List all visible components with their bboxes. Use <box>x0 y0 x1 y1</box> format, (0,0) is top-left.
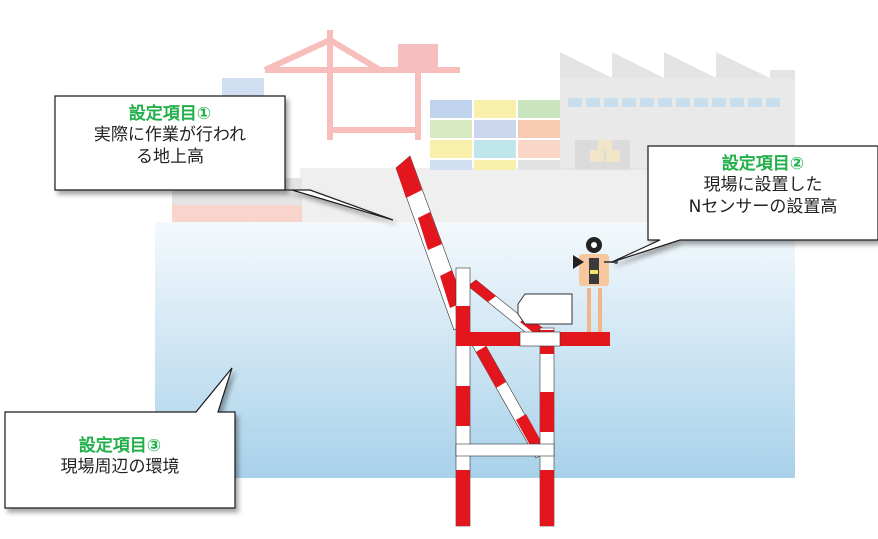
callout-text-1: 設定項目① 実際に作業が行われ る地上高 <box>55 104 285 168</box>
gantry-crane-icon <box>395 155 610 527</box>
callout-line-1-1: 実際に作業が行われ <box>93 125 247 146</box>
callout-bubble-2 <box>611 145 878 263</box>
callout-line-2-1: 現場に設置した <box>703 175 823 196</box>
callout-title-2: 設定項目② <box>721 154 805 174</box>
callout-line-1-2: る地上高 <box>136 146 204 167</box>
callout-text-2: 設定項目② 現場に設置した Nセンサーの設置高 <box>648 154 878 218</box>
callout-line-2-2: Nセンサーの設置高 <box>688 196 838 217</box>
callout-title-1: 設定項目① <box>128 104 212 124</box>
callout-line-3-1: 現場周辺の環境 <box>60 457 180 478</box>
callout-text-3: 設定項目③ 現場周辺の環境 <box>5 436 235 479</box>
callout-title-3: 設定項目③ <box>78 436 162 456</box>
callout-bubble-3 <box>4 367 236 509</box>
anemometer-sensor-icon <box>573 237 618 332</box>
callout-bubble-1 <box>54 95 394 221</box>
